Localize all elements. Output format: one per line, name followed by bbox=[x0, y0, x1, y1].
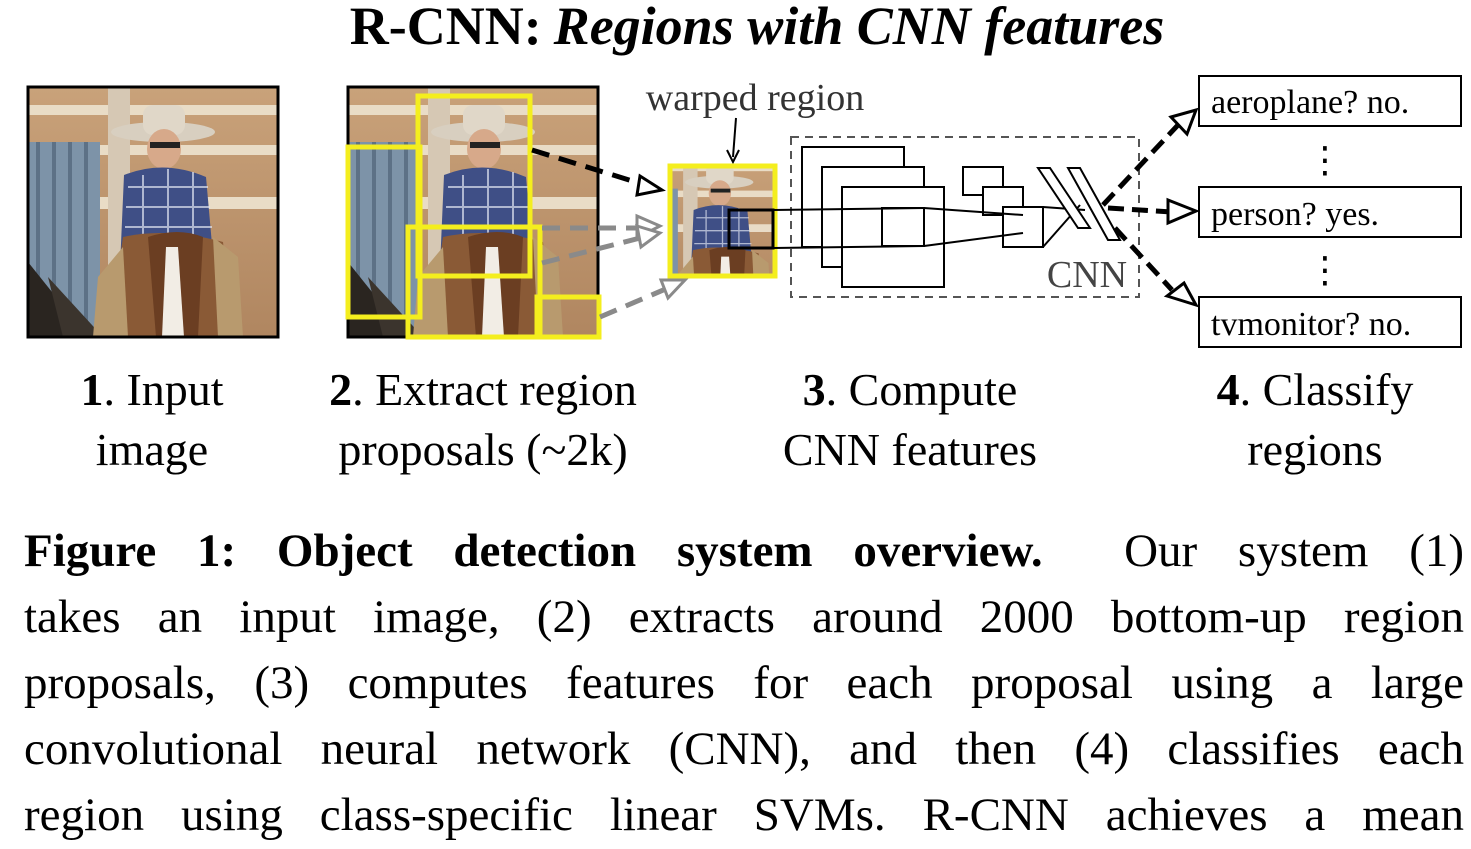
class-box-person: person? yes. bbox=[1198, 186, 1462, 238]
dashed-arrow-grey bbox=[599, 282, 676, 320]
svg-text:person? yes.: person? yes. bbox=[1211, 196, 1379, 233]
warped-region-image bbox=[667, 163, 778, 279]
caption-label: Figure 1: Object detection system overvi… bbox=[24, 525, 1043, 577]
caption-line-1: Figure 1: Object detection system overvi… bbox=[24, 518, 1464, 584]
step-1-label-2: image bbox=[96, 424, 208, 475]
proposals-image bbox=[345, 85, 602, 340]
cnn-block: CNN bbox=[772, 136, 1140, 298]
step-2-label: 2. Extract region bbox=[329, 364, 637, 415]
proposal-box bbox=[345, 144, 423, 320]
figure-title: R-CNN:Regions with CNN features bbox=[350, 0, 1165, 56]
class-box-tvmonitor: tvmonitor? no. bbox=[1198, 296, 1462, 348]
rcnn-figure: R-CNN:Regions with CNN features warped r… bbox=[26, 0, 1462, 475]
ellipsis: ⋮ bbox=[1307, 250, 1343, 291]
caption-line-3: proposals, (3) computes features for eac… bbox=[24, 657, 1464, 709]
warped-region-label: warped region bbox=[646, 77, 864, 119]
svg-text:tvmonitor? no.: tvmonitor? no. bbox=[1211, 306, 1411, 343]
step-3-label-2: CNN features bbox=[783, 424, 1037, 475]
svg-text:aeroplane? no.: aeroplane? no. bbox=[1211, 84, 1409, 121]
class-box-aeroplane: aeroplane? no. bbox=[1198, 75, 1462, 127]
caption-line-5: region using class-specific linear SVMs.… bbox=[24, 789, 1464, 841]
proposal-box bbox=[534, 294, 602, 340]
step-2-label-2: proposals (~2k) bbox=[338, 424, 627, 475]
step-1-label: 1. Input bbox=[80, 364, 223, 415]
caption-text: Our system (1) bbox=[1124, 525, 1464, 577]
class-arrow bbox=[1113, 226, 1174, 292]
step-4-label: 4. Classify bbox=[1217, 364, 1414, 415]
proposal-box bbox=[405, 224, 543, 340]
caption-line-4: convolutional neural network (CNN), and … bbox=[24, 723, 1464, 775]
step-4-label-2: regions bbox=[1247, 424, 1382, 475]
caption-line-2: takes an input image, (2) extracts aroun… bbox=[24, 591, 1464, 643]
dashed-arrow-black bbox=[531, 147, 656, 191]
input-image bbox=[26, 85, 280, 339]
step-3-label: 3. Compute bbox=[803, 364, 1018, 415]
figure-caption: Figure 1: Object detection system overvi… bbox=[24, 518, 1464, 848]
dashed-arrow-grey bbox=[541, 232, 653, 266]
class-arrow bbox=[1107, 205, 1173, 215]
ellipsis: ⋮ bbox=[1307, 140, 1343, 181]
class-arrow bbox=[1101, 123, 1180, 207]
cnn-label: CNN bbox=[1047, 254, 1127, 296]
